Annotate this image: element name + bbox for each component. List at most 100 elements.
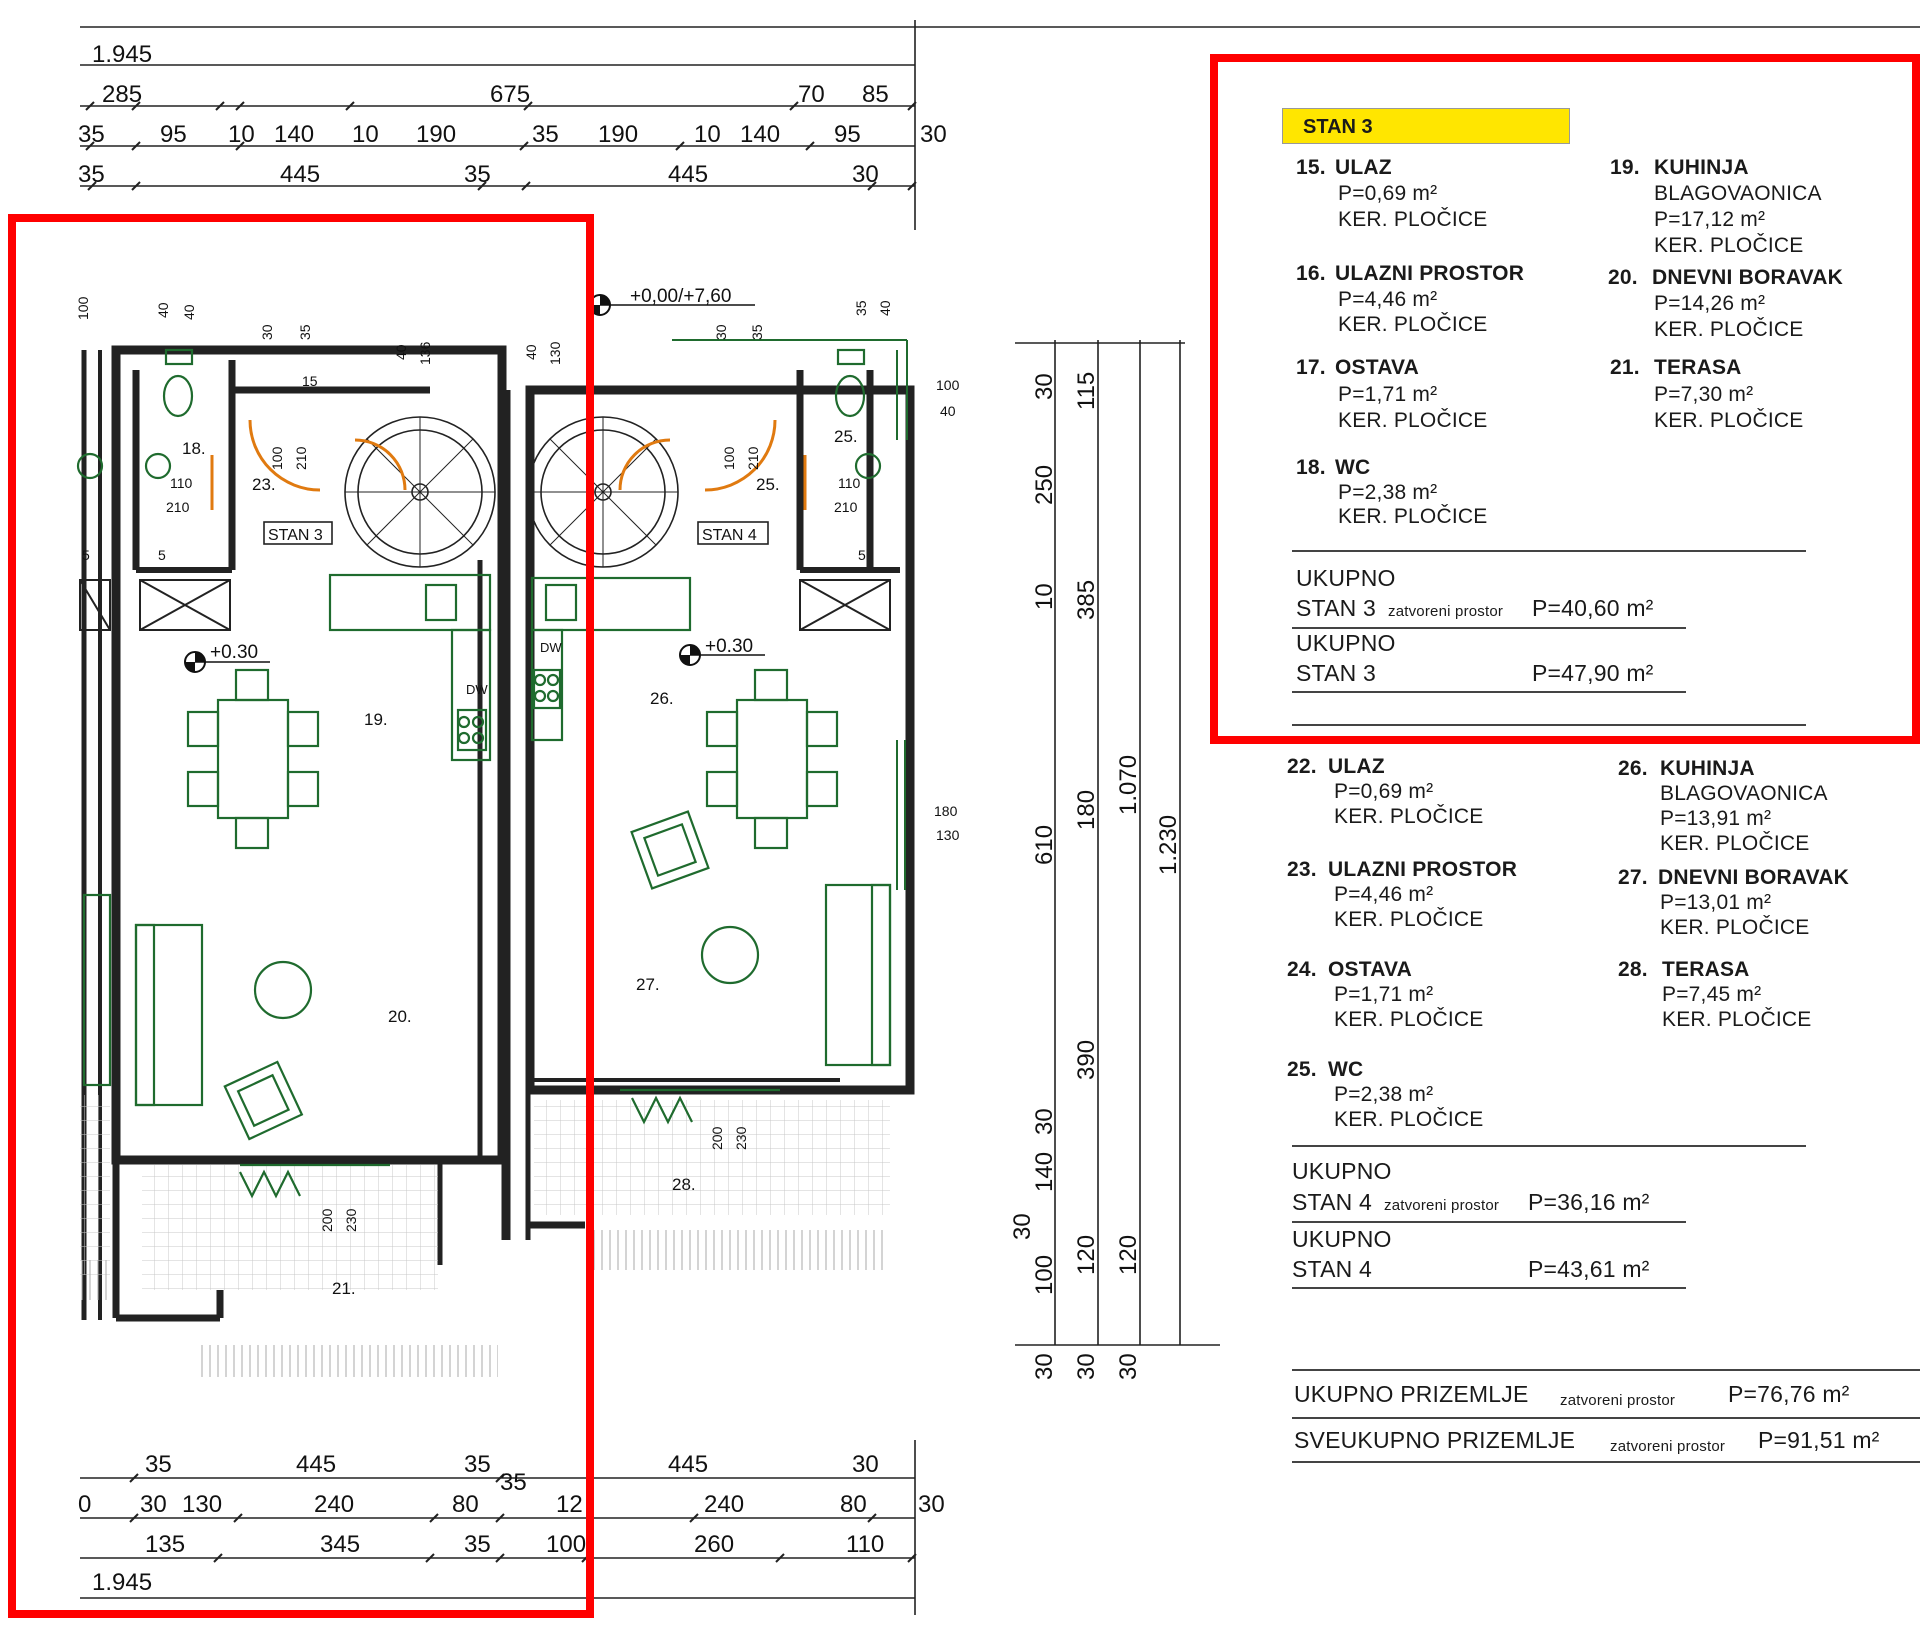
dimension-labels: 1.945 1.945 285 675 70 85 35 95 10 140 1… bbox=[78, 41, 947, 1596]
dim-label: 180 bbox=[934, 803, 958, 819]
dim-label: 140 bbox=[740, 121, 780, 148]
dim-label: 80 bbox=[840, 1491, 867, 1518]
dim-label: 120 bbox=[1115, 1235, 1142, 1275]
dim-label: 100 bbox=[546, 1531, 586, 1558]
unit-label-boxes bbox=[263, 521, 769, 545]
dim-label: 30 bbox=[920, 121, 947, 148]
dim-label: 445 bbox=[296, 1451, 336, 1478]
dim-label: 80 bbox=[452, 1491, 479, 1518]
room-number: 25. bbox=[834, 427, 858, 446]
dim-label: 240 bbox=[704, 1491, 744, 1518]
dim-label: 100 bbox=[721, 446, 737, 470]
room-number: 26. bbox=[650, 689, 674, 708]
floor-level-stan4: +0.30 bbox=[705, 636, 753, 657]
dim-label: 12 bbox=[556, 1491, 583, 1518]
dim-label: 130 bbox=[547, 341, 563, 365]
room-number: 25. bbox=[756, 475, 780, 494]
green-walls bbox=[672, 339, 908, 890]
dim-label: 610 bbox=[1031, 825, 1058, 865]
dim-label: 10 bbox=[1031, 583, 1058, 610]
room-number: 21. bbox=[332, 1279, 356, 1298]
dim-label: 30 bbox=[1073, 1353, 1100, 1380]
dim-label: 95 bbox=[834, 121, 861, 148]
dim-label: 40 bbox=[155, 302, 171, 318]
dim-label: 15 bbox=[302, 373, 318, 389]
dim-label: 200 bbox=[709, 1126, 725, 1150]
dim-label: 210 bbox=[745, 446, 761, 470]
dim-label: 135 bbox=[145, 1531, 185, 1558]
dim-label: 100 bbox=[269, 446, 285, 470]
dim-label: 390 bbox=[1073, 1040, 1100, 1080]
dim-label: 210 bbox=[293, 446, 309, 470]
dim-label: 230 bbox=[343, 1208, 359, 1232]
dim-label: 5 bbox=[158, 547, 166, 563]
room-number: 19. bbox=[364, 710, 388, 729]
dim-label: 100 bbox=[1031, 1255, 1058, 1295]
dim-label: 10 bbox=[694, 121, 721, 148]
dim-label: 445 bbox=[668, 1451, 708, 1478]
dim-label: 250 bbox=[1031, 465, 1058, 505]
dim-label: 230 bbox=[733, 1126, 749, 1150]
dim-label: 30 bbox=[1031, 373, 1058, 400]
floor-level-stan3: +0.30 bbox=[210, 642, 258, 663]
dim-label: 40 bbox=[393, 344, 409, 360]
dim-label: 30 bbox=[852, 1451, 879, 1478]
room-labels: 18. 23. 19. 20. 21. 25. 25. 26. 27. 28. … bbox=[182, 427, 858, 1298]
dim-label: 40 bbox=[877, 300, 893, 316]
dim-label: 210 bbox=[166, 499, 190, 515]
dim-label: 35 bbox=[464, 1531, 491, 1558]
dim-label: 30 bbox=[1115, 1353, 1142, 1380]
dim-label: 190 bbox=[598, 121, 638, 148]
dim-label: 5 bbox=[82, 547, 90, 563]
dim-label: 35 bbox=[78, 121, 105, 148]
dim-label: 445 bbox=[280, 161, 320, 188]
dim-label: 115 bbox=[1073, 372, 1100, 410]
dim-label: 35 bbox=[464, 161, 491, 188]
dim-label: 130 bbox=[182, 1491, 222, 1518]
room-number: 23. bbox=[252, 475, 276, 494]
small-dimension-labels: 100 40 40 100 30 35 40 136 40 130 35 40 … bbox=[75, 296, 960, 1232]
dim-label: 1.230 bbox=[1155, 815, 1182, 875]
dim-label: 35 bbox=[500, 1469, 527, 1496]
dim-label: 10 bbox=[352, 121, 379, 148]
dim-label: 345 bbox=[320, 1531, 360, 1558]
dim-label: 445 bbox=[668, 161, 708, 188]
dim-label: 200 bbox=[319, 1208, 335, 1232]
dim-label: 100 bbox=[936, 377, 960, 393]
dim-label: 110 bbox=[846, 1531, 884, 1558]
dim-label: 70 bbox=[798, 81, 825, 108]
dim-label: 140 bbox=[274, 121, 314, 148]
dim-label: 190 bbox=[416, 121, 456, 148]
dim-label: 10 bbox=[228, 121, 255, 148]
overall-width-bottom: 1.945 bbox=[92, 1569, 152, 1596]
dim-label: 285 bbox=[102, 81, 142, 108]
door-swings bbox=[210, 419, 807, 510]
dim-label: 140 bbox=[1031, 1152, 1058, 1192]
spiral-stairs bbox=[344, 416, 679, 568]
dim-label: 110 bbox=[838, 475, 861, 491]
dimension-ticks bbox=[85, 101, 917, 1563]
dim-label: 385 bbox=[1073, 580, 1100, 620]
furniture bbox=[76, 348, 892, 1199]
dim-label: 210 bbox=[834, 499, 858, 515]
dim-label: 35 bbox=[853, 300, 869, 316]
dim-label: 240 bbox=[314, 1491, 354, 1518]
dim-label: 120 bbox=[1073, 1235, 1100, 1275]
dim-label: 1.070 bbox=[1115, 755, 1142, 815]
dim-label: 85 bbox=[862, 81, 889, 108]
dining-table-4 bbox=[735, 698, 809, 820]
dim-label: 40 bbox=[181, 304, 197, 320]
dim-label: 30 bbox=[918, 1491, 945, 1518]
vertical-dimension-labels: 30 115 250 10 385 610 180 1.070 1.230 39… bbox=[1009, 372, 1182, 1380]
dim-label: 136 bbox=[417, 341, 433, 365]
dim-label: 100 bbox=[75, 296, 91, 320]
shafts bbox=[79, 579, 891, 631]
dim-label: 5 bbox=[858, 547, 866, 563]
dim-label: 35 bbox=[78, 161, 105, 188]
dim-label: 35 bbox=[145, 1451, 172, 1478]
dishwasher-label: DW bbox=[540, 640, 562, 655]
dim-label: 95 bbox=[160, 121, 187, 148]
dim-label: 40 bbox=[940, 403, 956, 419]
dim-label: 0 bbox=[78, 1491, 91, 1518]
dim-label: 30 bbox=[1009, 1213, 1036, 1240]
